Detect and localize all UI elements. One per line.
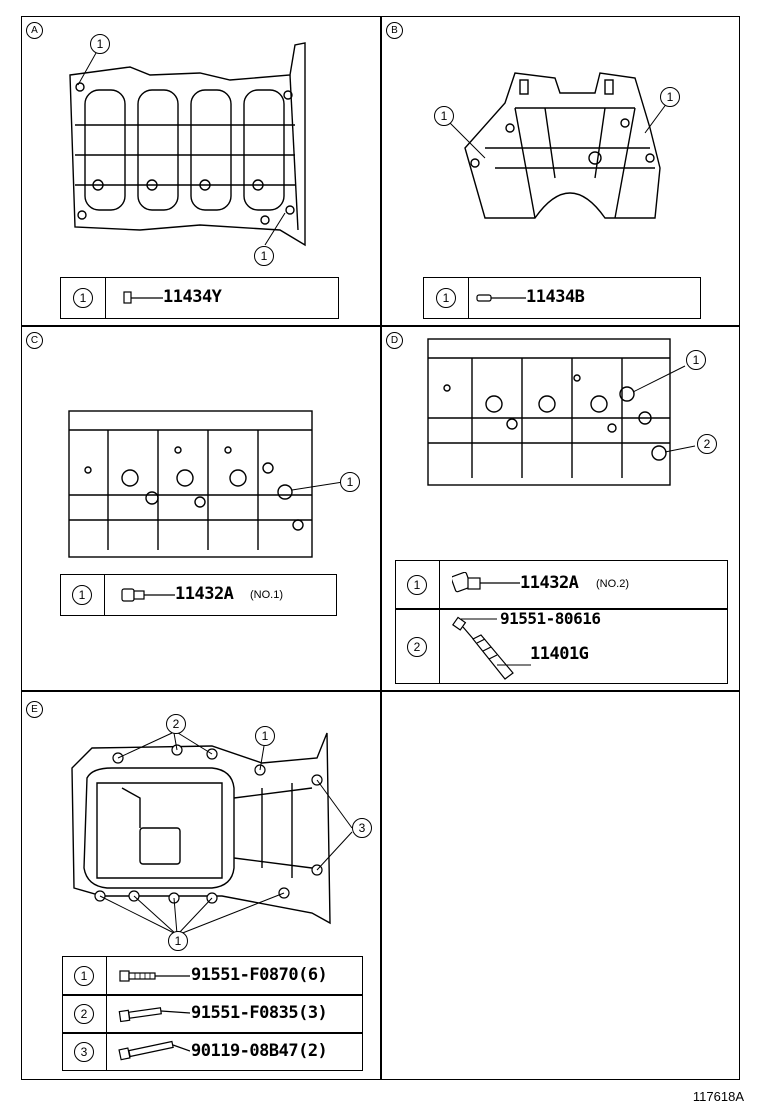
legend-row: 1 91551-F0870(6): [63, 957, 362, 994]
straight-pin-icon: [476, 294, 526, 302]
callout-a-1-top: 1: [90, 34, 110, 54]
callout-b-1-right: 1: [660, 87, 680, 107]
part-number-top: 91551-80616: [500, 609, 601, 628]
part-number: 91551-F0870(6): [191, 965, 328, 985]
figure-number: 117618A: [692, 1089, 744, 1104]
cylinder-block-side-drawing: [69, 42, 306, 247]
legend-table-e: 1 91551-F0870(6) 2 91551-F0835(3) 3 9011…: [62, 956, 363, 1071]
oil-pan-drawing: [71, 732, 353, 935]
part-number: 90119-08B47(2): [191, 1041, 328, 1061]
callout-d-2: 2: [697, 434, 717, 454]
callout-d-1: 1: [686, 350, 706, 370]
callout-e-1-top: 1: [255, 726, 275, 746]
legend-row: 2 91551-F0835(3): [63, 995, 362, 1032]
bolt-icon: [118, 1040, 190, 1061]
legend-num: 1: [407, 575, 427, 595]
callout-e-2: 2: [166, 714, 186, 734]
legend-table-d: 1 11432A (NO.2) 2 91551-80616 11401G: [395, 560, 728, 684]
part-note: (NO.1): [250, 589, 283, 601]
legend-row: 2 91551-80616 11401G: [396, 609, 727, 683]
panel-letter-e: E: [26, 701, 43, 718]
bolt-icon: [118, 1007, 190, 1023]
legend-row: 1 11432A (NO.2): [396, 561, 727, 608]
callout-c-1: 1: [340, 472, 360, 492]
cylinder-block-front-drawing-c: [68, 410, 344, 558]
panel-letter-c: C: [26, 332, 43, 349]
part-number: 11434Y: [163, 287, 222, 307]
panel-letter-d: D: [386, 332, 403, 349]
cylinder-block-rear-drawing: [449, 72, 668, 219]
legend-table-b: 1 11434B: [423, 277, 701, 319]
cylinder-block-front-drawing-d: [427, 338, 696, 486]
part-number: 11432A: [520, 573, 579, 593]
legend-row: 1 11432A (NO.1): [61, 575, 336, 615]
legend-num: 1: [73, 288, 93, 308]
legend-row: 3 90119-08B47(2): [63, 1033, 362, 1070]
part-note: (NO.2): [596, 578, 629, 590]
panel-divider-vertical: [380, 16, 382, 1080]
panel-letter-b: B: [386, 22, 403, 39]
plug-icon: [452, 572, 520, 593]
part-number: 11401G: [530, 644, 589, 664]
panel-letter-a: A: [26, 22, 43, 39]
legend-num: 2: [407, 637, 427, 657]
legend-table-c: 1 11432A (NO.1): [60, 574, 337, 616]
legend-num: 2: [74, 1004, 94, 1024]
legend-num: 1: [72, 585, 92, 605]
bolt-icon: [119, 970, 190, 982]
part-number: 11432A: [175, 584, 234, 604]
callout-e-3: 3: [352, 818, 372, 838]
panel-divider-row2: [21, 690, 740, 692]
legend-num: 1: [436, 288, 456, 308]
part-number: 11434B: [526, 287, 585, 307]
legend-num: 3: [74, 1042, 94, 1062]
panel-divider-row1: [21, 325, 740, 327]
callout-a-1-bottom: 1: [254, 246, 274, 266]
plug-icon: [121, 588, 175, 602]
legend-row: 1 11434B: [424, 278, 700, 318]
legend-table-a: 1 11434Y: [60, 277, 339, 319]
callout-e-1-bottom: 1: [168, 931, 188, 951]
part-number: 91551-F0835(3): [191, 1003, 328, 1023]
legend-num: 1: [74, 966, 94, 986]
legend-row: 1 11434Y: [61, 278, 338, 318]
callout-b-1-left: 1: [434, 106, 454, 126]
dowel-pin-icon: [123, 291, 163, 304]
bolt-and-sleeve-icon: [452, 616, 531, 680]
